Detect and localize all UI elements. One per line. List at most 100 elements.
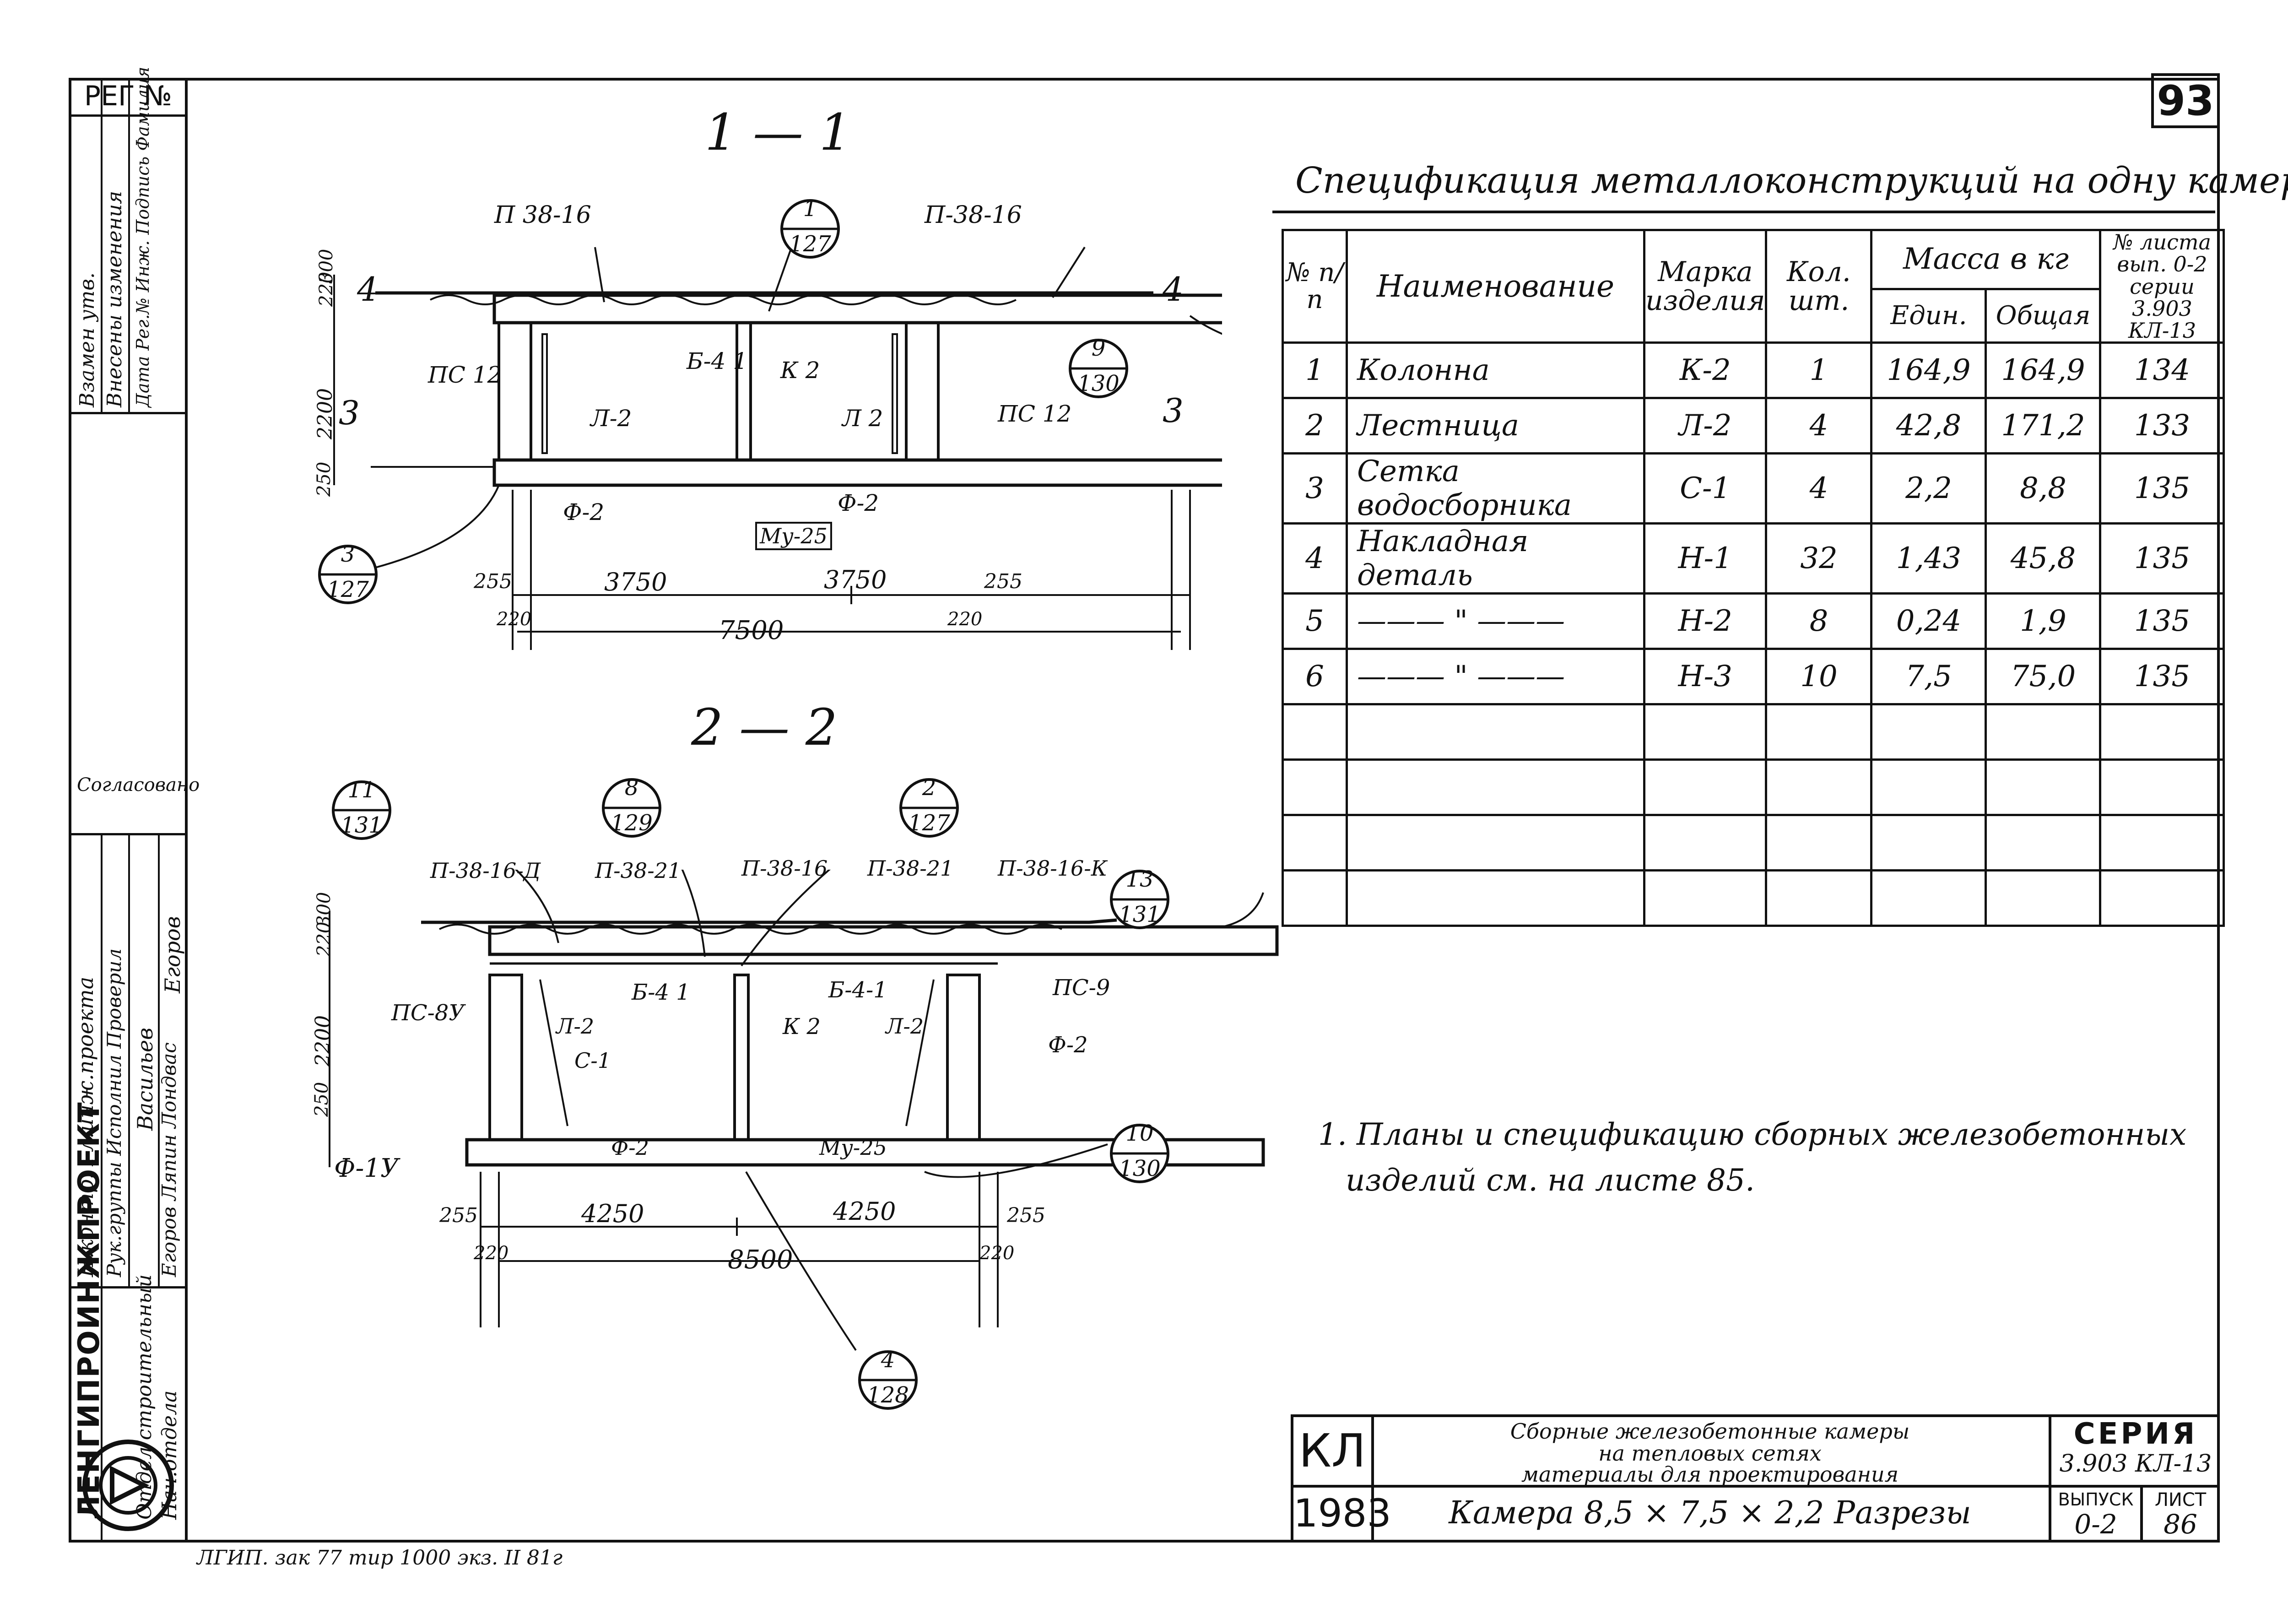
- cell-mark: Л-2: [1643, 397, 1768, 455]
- s2-bubble-11-top: 11: [347, 777, 376, 803]
- s1-label-ps-left: ПС 12: [428, 362, 502, 388]
- tb-sheet: 86: [2164, 1509, 2197, 1540]
- cell-unit: 7,5: [1870, 648, 1987, 706]
- cell-qty: 4: [1765, 452, 1873, 525]
- cell-unit: 0,24: [1870, 592, 1987, 650]
- cell-mark: Н-1: [1643, 522, 1768, 595]
- col-num: № п/п: [1282, 228, 1348, 344]
- s2-bubble-4-top: 4: [881, 1347, 895, 1373]
- s2-bubble-4: [858, 1350, 918, 1410]
- cell-name: [1346, 869, 1645, 927]
- s1-bubble-3-bottom: 127: [327, 577, 369, 602]
- note-line-2: изделий см. на листе 85.: [1346, 1163, 1755, 1198]
- s2-dim-d2: 4250: [581, 1199, 644, 1228]
- s2-bubble-8-bottom: 129: [611, 810, 653, 836]
- s1-mark-4-left: 4: [357, 270, 378, 309]
- cell-n: 2: [1282, 397, 1348, 455]
- s2-label-l2a: Л-2: [556, 1014, 595, 1039]
- cell-qty: 32: [1765, 522, 1873, 595]
- tb-subject: Камера 8,5 × 7,5 × 2,2 Разрезы: [1449, 1495, 1971, 1531]
- s2-bubble-13: [1110, 870, 1169, 929]
- s1-mark-3-right: 3: [1163, 391, 1184, 430]
- cell-n: 3: [1282, 452, 1348, 525]
- note-line-1: 1. Планы и спецификацию сборных железобе…: [1318, 1117, 2187, 1152]
- s2-label-p5: П-38-16-К: [998, 856, 1108, 881]
- s2-dim-d3: 4250: [833, 1197, 896, 1226]
- cell-sheet: [2099, 703, 2225, 761]
- section-1-title: 1 — 1: [705, 103, 851, 162]
- s2-dim-d5: 220: [474, 1243, 509, 1264]
- cell-mark: [1643, 758, 1768, 817]
- s1-bubble-1-top: 1: [803, 196, 817, 222]
- s1-label-k2: К 2: [780, 357, 820, 384]
- s2-label-b4b: Б-4-1: [828, 977, 887, 1003]
- tb-line-3: материалы для проектирования: [1521, 1462, 1899, 1487]
- cell-total: [1985, 814, 2102, 872]
- cell-unit: 1,43: [1870, 522, 1987, 595]
- agreed-signature: Васильев: [133, 1028, 157, 1131]
- s2-bubble-13-top: 13: [1125, 866, 1154, 892]
- cell-total: [1985, 703, 2102, 761]
- section-2-drawing: [329, 870, 1279, 1351]
- cell-name: Колонна: [1346, 341, 1645, 400]
- cell-unit: [1870, 869, 1987, 927]
- cell-mark: [1643, 703, 1768, 761]
- cell-sheet: 134: [2099, 341, 2225, 400]
- cell-mark: Н-3: [1643, 648, 1768, 706]
- cell-name: Сетка водосборника: [1346, 452, 1645, 525]
- s2-label-f1y: Ф-1У: [334, 1153, 399, 1183]
- print-footer: ЛГИП. зак 77 тир 1000 экз. II 81г: [197, 1546, 563, 1570]
- revision-label-1: Взамен утв.: [76, 272, 99, 407]
- col-unit: Един.: [1870, 287, 1987, 344]
- cell-name: Накладная деталь: [1346, 522, 1645, 595]
- s1-label-f2b: Ф-2: [838, 490, 879, 516]
- cell-n: 5: [1282, 592, 1348, 650]
- cell-n: [1282, 814, 1348, 872]
- s2-bubble-11-bottom: 131: [341, 812, 383, 838]
- revision-label-2: Внесены изменения: [103, 190, 126, 407]
- s2-label-c1: С-1: [574, 1048, 611, 1073]
- s2-label-p2: П-38-21: [595, 858, 682, 883]
- tb-line-2: на тепловых сетях: [1598, 1441, 1822, 1466]
- cell-sheet: [2099, 758, 2225, 817]
- col-qty: Кол. шт.: [1765, 228, 1873, 344]
- s1-bubble-9: [1069, 339, 1128, 398]
- cell-unit: [1870, 758, 1987, 817]
- cell-unit: 2,2: [1870, 452, 1987, 525]
- table-row: [1282, 703, 2225, 761]
- s2-label-p4: П-38-21: [867, 856, 954, 881]
- table-row: [1282, 814, 2225, 872]
- cell-name: [1346, 758, 1645, 817]
- cell-total: 75,0: [1985, 648, 2102, 706]
- cell-unit: [1870, 814, 1987, 872]
- s2-dim-h1: 220: [314, 921, 335, 957]
- s2-label-f2b: Ф-2: [1048, 1032, 1088, 1058]
- s2-label-ps-left: ПС-8У: [391, 1000, 465, 1026]
- s2-label-p1: П-38-16-Д: [430, 858, 541, 883]
- agreed-name: Егоров: [160, 916, 185, 993]
- cell-name: [1346, 814, 1645, 872]
- s2-label-k2: К 2: [783, 1014, 821, 1039]
- s2-bubble-2-top: 2: [922, 775, 936, 801]
- cell-sheet: 135: [2099, 648, 2225, 706]
- s2-label-p3: П-38-16: [741, 856, 828, 881]
- cell-mark: [1643, 814, 1768, 872]
- cell-mark: Н-2: [1643, 592, 1768, 650]
- s1-bubble-9-bottom: 130: [1077, 371, 1120, 396]
- cell-sheet: [2099, 869, 2225, 927]
- s1-label-p1: П 38-16: [494, 201, 591, 229]
- s1-dim-d5: 220: [497, 609, 532, 630]
- s1-dim-d7: 220: [947, 609, 983, 630]
- left-stamp-strip: РЕГ № Взамен утв. Внесены изменения Дата…: [69, 67, 188, 1543]
- s2-bubble-10-top: 10: [1125, 1121, 1154, 1146]
- tb-issue: 0-2: [2074, 1509, 2117, 1540]
- s1-label-mu: Му-25: [755, 522, 832, 550]
- s1-dim-d3: 3750: [824, 565, 887, 594]
- cell-n: 6: [1282, 648, 1348, 706]
- s2-label-l2b: Л-2: [886, 1014, 924, 1039]
- cell-n: [1282, 869, 1348, 927]
- s1-dim-h2: 300: [316, 249, 337, 284]
- cell-name: ——— " ———: [1346, 648, 1645, 706]
